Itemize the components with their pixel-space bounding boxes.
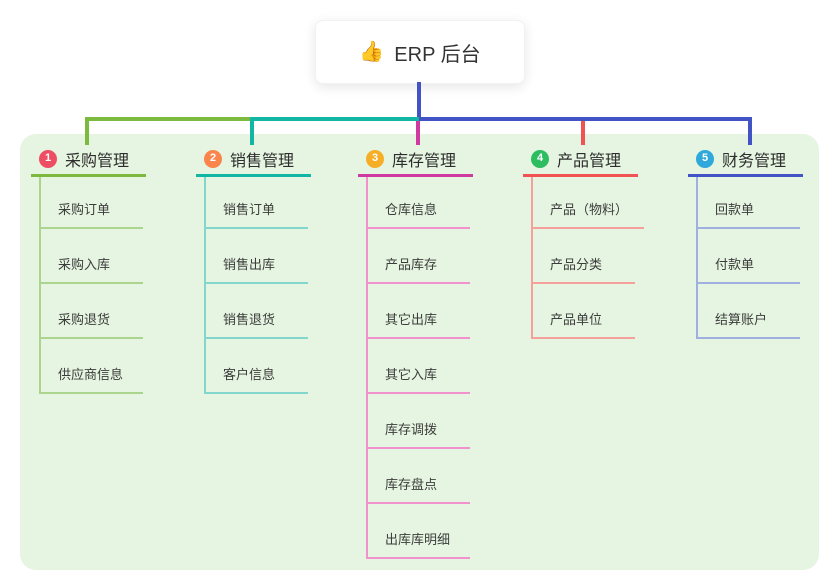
branch-title: 采购管理 — [65, 152, 130, 170]
branch-number-badge: 3 — [366, 149, 384, 168]
root-node[interactable]: 👍 ERP 后台 — [315, 20, 525, 84]
branch-node-product[interactable]: 4 产品管理 — [523, 147, 638, 177]
child-node[interactable]: 产品单位 — [533, 284, 635, 339]
child-node[interactable]: 供应商信息 — [41, 339, 143, 394]
branches-panel — [20, 134, 819, 570]
connector-root-stem — [417, 82, 421, 121]
branch-number-badge: 1 — [39, 149, 57, 168]
root-node-label: ERP 后台 — [394, 43, 481, 66]
child-node[interactable]: 销售订单 — [206, 177, 308, 229]
child-node[interactable]: 回款单 — [698, 177, 800, 229]
branch-number-badge: 2 — [204, 149, 222, 168]
branch-title: 产品管理 — [557, 152, 622, 170]
thumbs-up-icon: 👍 — [359, 41, 385, 63]
child-node[interactable]: 产品库存 — [368, 229, 470, 284]
branch-children: 回款单 付款单 结算账户 — [696, 177, 800, 339]
branch-finance: 5 财务管理 回款单 付款单 结算账户 — [688, 147, 839, 339]
branch-node-inventory[interactable]: 3 库存管理 — [358, 147, 473, 177]
child-node[interactable]: 采购入库 — [41, 229, 143, 284]
branch-product: 4 产品管理 产品（物料） 产品分类 产品单位 — [523, 147, 683, 339]
connector-drop-purchase — [85, 117, 89, 145]
child-node[interactable]: 出库库明细 — [368, 504, 470, 559]
branch-node-purchase[interactable]: 1 采购管理 — [31, 147, 146, 177]
connector-drop-finance — [748, 117, 752, 145]
child-node[interactable]: 采购退货 — [41, 284, 143, 339]
connector-drop-product — [581, 121, 585, 145]
branch-title: 财务管理 — [722, 152, 787, 170]
branch-children: 仓库信息 产品库存 其它出库 其它入库 库存调拨 库存盘点 出库库明细 — [366, 177, 470, 559]
branch-number-badge: 4 — [531, 149, 549, 168]
connector-drop-sales — [250, 117, 254, 145]
connector-horizontal-sales — [252, 117, 419, 121]
child-node[interactable]: 产品分类 — [533, 229, 635, 284]
connector-horizontal-purchase — [85, 117, 252, 121]
branch-inventory: 3 库存管理 仓库信息 产品库存 其它出库 其它入库 库存调拨 库存盘点 出库库… — [358, 147, 518, 559]
child-node[interactable]: 付款单 — [698, 229, 800, 284]
branch-sales: 2 销售管理 销售订单 销售出库 销售退货 客户信息 — [196, 147, 356, 394]
child-node[interactable]: 销售退货 — [206, 284, 308, 339]
child-node[interactable]: 产品（物料） — [533, 177, 645, 229]
child-node[interactable]: 采购订单 — [41, 177, 143, 229]
child-node[interactable]: 其它出库 — [368, 284, 470, 339]
branch-number-badge: 5 — [696, 149, 714, 168]
child-node[interactable]: 其它入库 — [368, 339, 470, 394]
child-node[interactable]: 客户信息 — [206, 339, 308, 394]
child-node[interactable]: 库存盘点 — [368, 449, 470, 504]
child-node[interactable]: 仓库信息 — [368, 177, 470, 229]
branch-children: 采购订单 采购入库 采购退货 供应商信息 — [39, 177, 143, 394]
branch-purchase: 1 采购管理 采购订单 采购入库 采购退货 供应商信息 — [31, 147, 191, 394]
connector-drop-inventory — [416, 121, 420, 145]
child-node[interactable]: 销售出库 — [206, 229, 308, 284]
branch-children: 产品（物料） 产品分类 产品单位 — [531, 177, 645, 339]
child-node[interactable]: 库存调拨 — [368, 394, 470, 449]
connector-horizontal-finance — [419, 117, 752, 121]
branch-title: 销售管理 — [230, 152, 295, 170]
child-node[interactable]: 结算账户 — [698, 284, 800, 339]
branch-children: 销售订单 销售出库 销售退货 客户信息 — [204, 177, 308, 394]
branch-node-finance[interactable]: 5 财务管理 — [688, 147, 803, 177]
branch-node-sales[interactable]: 2 销售管理 — [196, 147, 311, 177]
branch-title: 库存管理 — [392, 152, 457, 170]
